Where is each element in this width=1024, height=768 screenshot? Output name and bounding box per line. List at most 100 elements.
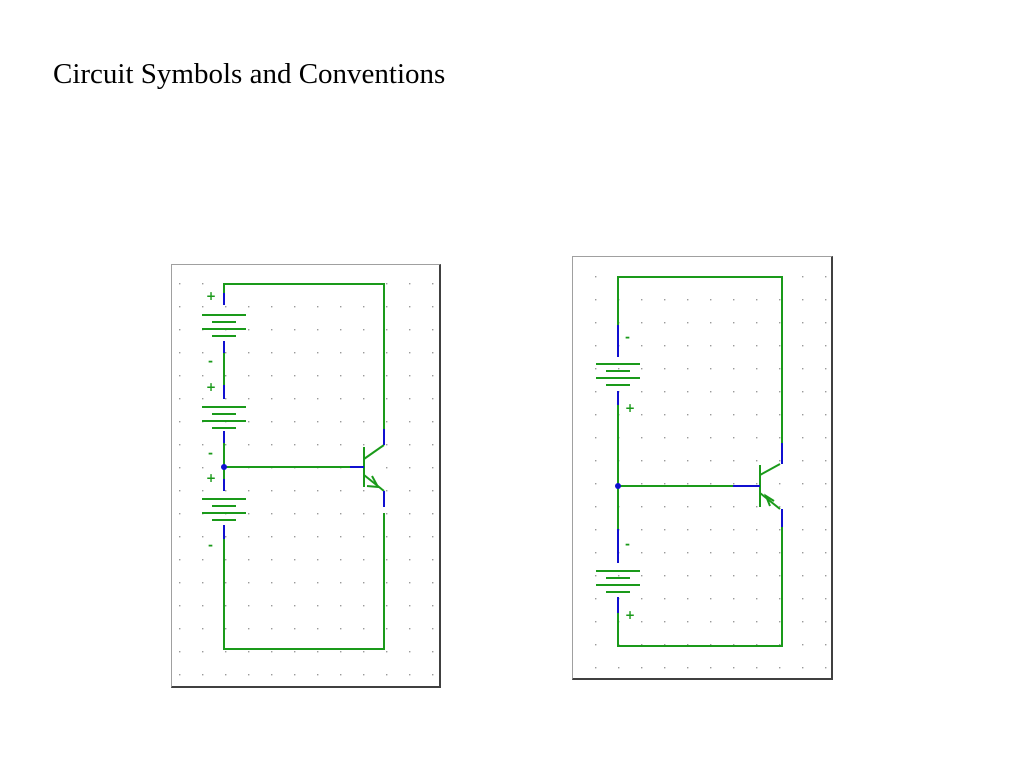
grid-dot — [248, 559, 250, 561]
grid-dot — [294, 582, 296, 584]
grid-dot — [825, 437, 827, 439]
grid-dot — [825, 621, 827, 623]
grid-dot — [641, 322, 643, 324]
grid-dot — [733, 529, 735, 531]
grid-dot — [595, 345, 597, 347]
grid-dot — [710, 598, 712, 600]
grid-dot — [641, 529, 643, 531]
grid-dot — [179, 444, 181, 446]
grid-dot — [179, 582, 181, 584]
grid-dot — [687, 483, 689, 485]
grid-dot — [271, 582, 273, 584]
grid-dot — [802, 598, 804, 600]
grid-dot — [317, 490, 319, 492]
grid-dot — [363, 651, 365, 653]
right-polarity-labels: - + - + — [625, 330, 635, 622]
grid-dot — [756, 414, 758, 416]
grid-dot — [710, 506, 712, 508]
grid-dot — [687, 621, 689, 623]
grid-dot — [202, 536, 204, 538]
right-wires — [596, 276, 783, 647]
grid-dot — [595, 368, 597, 370]
grid-dot — [825, 276, 827, 278]
right-wire-top-loop — [617, 276, 783, 443]
grid-dot — [248, 605, 250, 607]
grid-dot — [294, 329, 296, 331]
grid-dot — [825, 414, 827, 416]
grid-dot — [271, 628, 273, 630]
grid-dot — [225, 398, 227, 400]
grid-dot — [802, 644, 804, 646]
grid-dot — [409, 329, 411, 331]
grid-dot — [756, 299, 758, 301]
grid-dot — [340, 398, 342, 400]
grid-dot — [340, 444, 342, 446]
grid-dot — [317, 306, 319, 308]
grid-dot — [733, 299, 735, 301]
grid-dot — [802, 529, 804, 531]
grid-dot — [225, 306, 227, 308]
grid-dot — [687, 414, 689, 416]
left-bat-top-plus: + — [206, 289, 216, 303]
grid-dot — [202, 467, 204, 469]
grid-dot — [179, 513, 181, 515]
grid-dot — [733, 322, 735, 324]
grid-dot — [386, 536, 388, 538]
grid-dot — [779, 575, 781, 577]
grid-dot — [225, 605, 227, 607]
grid-dot — [641, 644, 643, 646]
grid-dot — [595, 552, 597, 554]
grid-dot — [432, 559, 434, 561]
grid-dot — [363, 375, 365, 377]
grid-dot — [432, 628, 434, 630]
grid-dot — [733, 575, 735, 577]
grid-dot — [432, 444, 434, 446]
grid-dot — [317, 605, 319, 607]
grid-dot — [733, 414, 735, 416]
left-transistor-collector — [363, 444, 385, 460]
grid-dot — [317, 582, 319, 584]
grid-dot — [294, 375, 296, 377]
grid-dot — [710, 460, 712, 462]
grid-dot — [664, 391, 666, 393]
grid-dot — [248, 490, 250, 492]
grid-dot — [317, 536, 319, 538]
grid-dot — [432, 582, 434, 584]
grid-dot — [710, 667, 712, 669]
left-circuit-diagram: + - + - + - — [179, 283, 434, 676]
left-transistor-arrow — [366, 475, 380, 489]
grid-dot — [825, 552, 827, 554]
grid-dot — [317, 651, 319, 653]
grid-dot — [802, 322, 804, 324]
left-bat-top-minus: - — [208, 354, 213, 368]
grid-dot — [432, 467, 434, 469]
grid-dot — [202, 352, 204, 354]
grid-dot — [825, 506, 827, 508]
grid-dot — [317, 559, 319, 561]
grid-dot — [432, 329, 434, 331]
grid-dot — [756, 575, 758, 577]
grid-dot — [595, 598, 597, 600]
grid-dot — [779, 529, 781, 531]
grid-dot — [756, 437, 758, 439]
grid-dot — [664, 345, 666, 347]
grid-dot — [386, 490, 388, 492]
grid-dot — [687, 322, 689, 324]
grid-dot — [363, 674, 365, 676]
grid-dot — [779, 437, 781, 439]
grid-dot — [756, 598, 758, 600]
grid-dot — [409, 559, 411, 561]
grid-dot — [825, 529, 827, 531]
grid-dot — [386, 444, 388, 446]
grid-dot — [202, 398, 204, 400]
grid-dot — [409, 444, 411, 446]
grid-dot — [733, 460, 735, 462]
grid-dot — [641, 552, 643, 554]
grid-dot — [432, 398, 434, 400]
grid-dot — [756, 506, 758, 508]
right-bat-bot-plus: + — [625, 608, 635, 622]
grid-dot — [756, 460, 758, 462]
grid-dot — [386, 329, 388, 331]
grid-dot — [294, 490, 296, 492]
grid-dot — [340, 674, 342, 676]
